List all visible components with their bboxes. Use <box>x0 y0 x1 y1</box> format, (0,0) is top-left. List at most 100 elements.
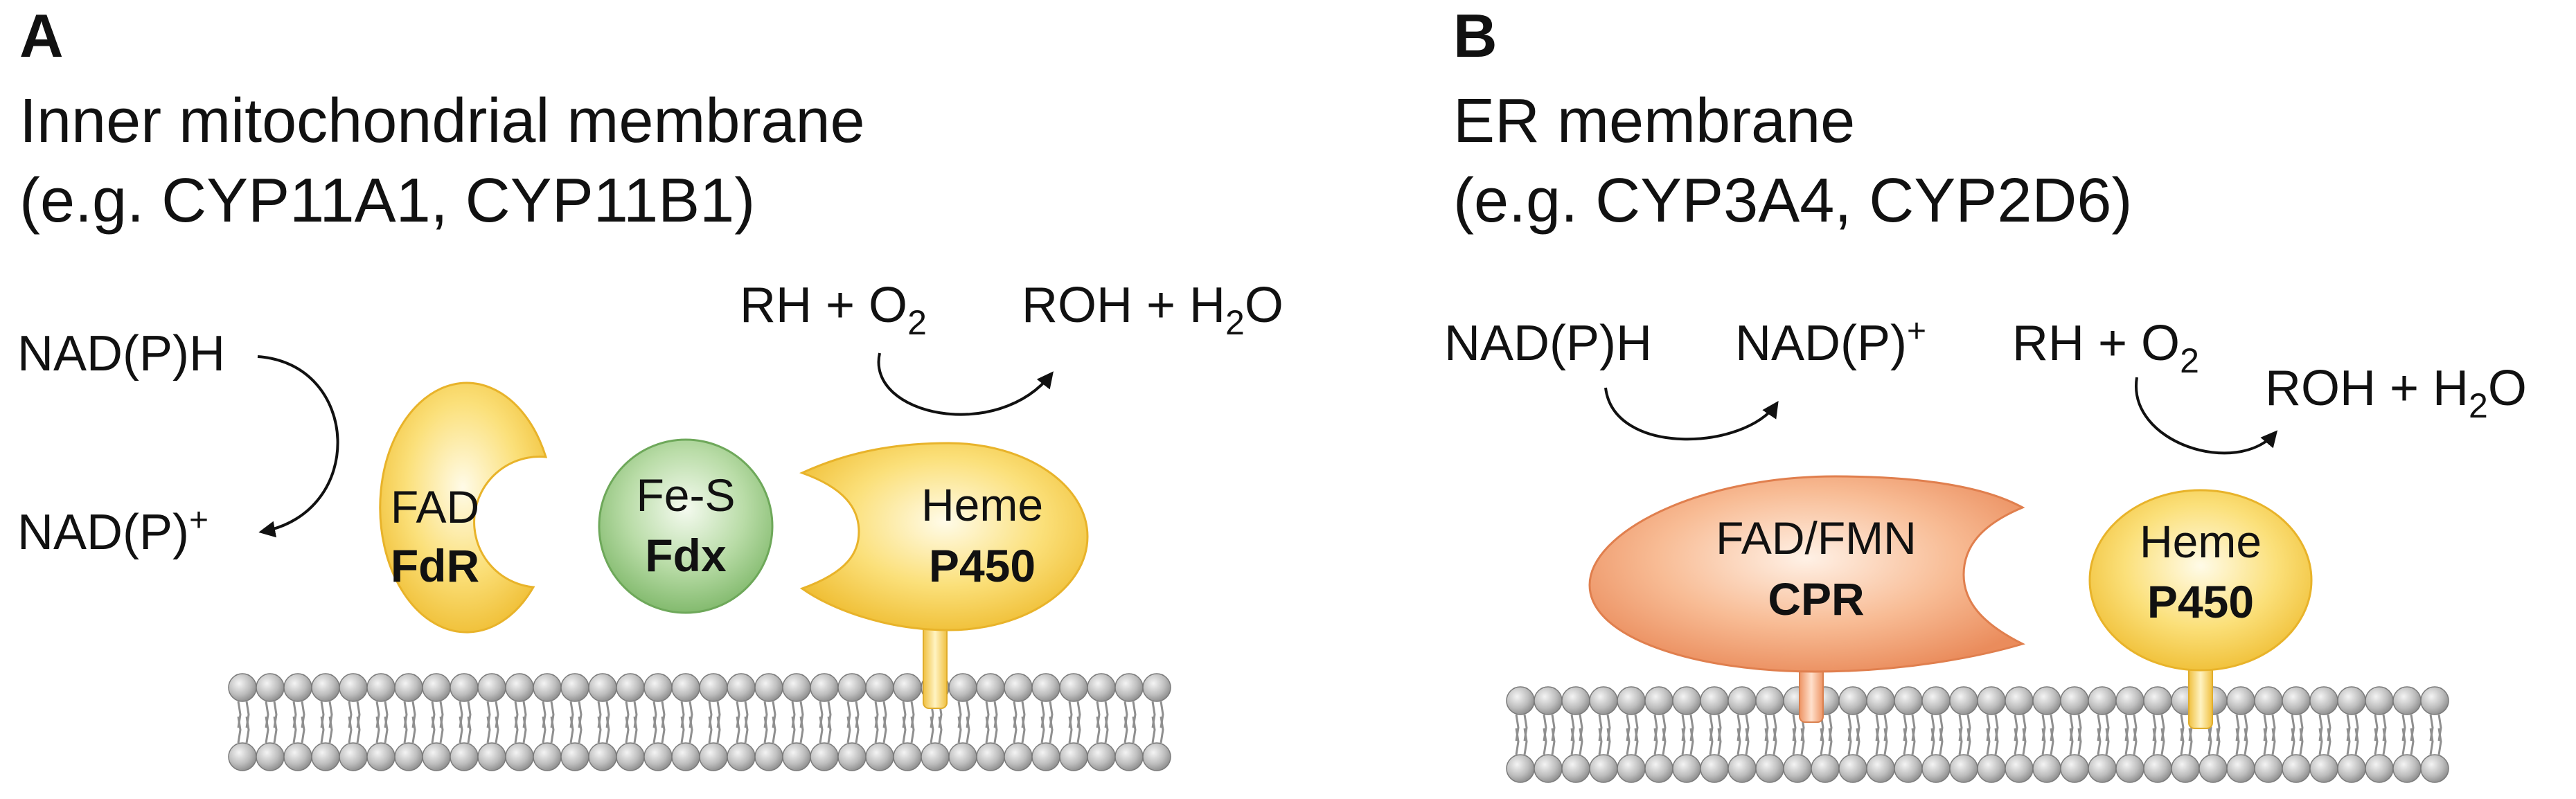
lipid-tail <box>2299 728 2304 755</box>
lipid-bilayer-a <box>228 673 1171 771</box>
panel-a-nadph-label: NAD(P)H <box>17 326 225 381</box>
lipid-tail <box>882 716 887 744</box>
lipid-head <box>1004 673 1033 702</box>
lipid-tail <box>1764 728 1769 755</box>
lipid-head <box>394 742 423 771</box>
lipid-head <box>1977 686 2006 715</box>
lipid-tail <box>2160 728 2165 755</box>
panel-b-letter: B <box>1453 1 1498 70</box>
lipid-head <box>2088 754 2117 783</box>
lipid-tail <box>772 716 776 744</box>
lipid-head <box>1977 754 2006 783</box>
lipid-head <box>837 673 867 702</box>
lipid-tail <box>2124 728 2129 755</box>
lipid-head <box>2143 754 2172 783</box>
fdx-cofactor-label: Fe-S <box>636 469 735 521</box>
lipid-tail <box>542 716 547 744</box>
lipid-tail <box>328 716 333 744</box>
lipid-tail <box>1958 728 1963 755</box>
lipid-tail <box>763 716 768 744</box>
panel-a-hydroxylation-arrow <box>877 352 1054 416</box>
cpr-cofactor-label: FAD/FMN <box>1716 512 1917 564</box>
lipid-head <box>2005 686 2034 715</box>
lipid-head <box>450 742 479 771</box>
lipid-tail <box>680 716 685 744</box>
lipid-head <box>976 673 1005 702</box>
lipid-tail <box>1132 716 1137 744</box>
lipid-head <box>1617 686 1646 715</box>
lipid-tail <box>1903 728 1908 755</box>
lipid-head <box>837 742 867 771</box>
lipid-head <box>1894 686 1923 715</box>
lipid-tail <box>403 716 408 744</box>
lipid-tail <box>2014 728 2018 755</box>
lipid-tail <box>2105 728 2110 755</box>
lipid-tail <box>985 716 990 744</box>
p450-b-name-label: P450 <box>2147 576 2254 627</box>
lipid-tail <box>2077 728 2082 755</box>
lipid-head <box>394 673 423 702</box>
p450-b-protein-shape <box>2088 489 2313 672</box>
lipid-tail <box>2263 728 2268 755</box>
panel-b-product-label: ROH + H2O <box>2265 361 2527 425</box>
lipid-tail <box>2318 728 2323 755</box>
panel-b-nadph-label: NAD(P)H <box>1444 316 1652 371</box>
lipid-head <box>2005 754 2034 783</box>
lipid-tail <box>1123 716 1128 744</box>
lipid-tail <box>708 716 713 744</box>
lipid-tail <box>1606 728 1611 755</box>
lipid-tail <box>495 716 499 744</box>
panel-b-title: ER membrane <box>1453 87 1855 156</box>
lipid-tail <box>237 716 242 744</box>
lipid-tail <box>292 716 297 744</box>
lipid-tail <box>1875 728 1880 755</box>
lipid-tail <box>1930 728 1935 755</box>
lipid-tail <box>855 716 860 744</box>
lipid-head <box>1617 754 1646 783</box>
panel-a-nadph-arrow <box>257 355 339 538</box>
lipid-head <box>1589 686 1618 715</box>
lipid-head <box>2032 754 2061 783</box>
p450-b-cofactor-label: Heme <box>2140 516 2262 567</box>
lipid-head <box>643 742 673 771</box>
lipid-tail <box>2235 728 2240 755</box>
lipid-head <box>1866 754 1895 783</box>
lipid-tail <box>2291 728 2295 755</box>
lipid-head <box>810 673 839 702</box>
lipid-tail <box>652 716 657 744</box>
lipid-tail <box>569 716 574 744</box>
lipid-head <box>699 673 728 702</box>
lipid-tail <box>1579 728 1583 755</box>
panel-b-hydroxylation-arrow <box>2135 377 2278 455</box>
lipid-tail <box>1040 716 1045 744</box>
lipid-tail <box>2069 728 2074 755</box>
lipid-tail <box>2346 728 2351 755</box>
lipid-tail <box>2133 728 2138 755</box>
lipid-tail <box>514 716 519 744</box>
lipid-head <box>2282 754 2311 783</box>
lipid-tail <box>736 716 740 744</box>
lipid-tail <box>1013 716 1018 744</box>
lipid-tail <box>1681 728 1686 755</box>
lipid-head <box>2254 686 2283 715</box>
lipid-tail <box>1049 716 1054 744</box>
lipid-tail <box>957 716 962 744</box>
panel-a-subtitle: (e.g. CYP11A1, CYP11B1) <box>19 166 755 235</box>
lipid-tail <box>2188 728 2193 755</box>
lipid-head <box>976 742 1005 771</box>
lipid-head <box>2115 754 2144 783</box>
lipid-head <box>2199 754 2228 783</box>
lipid-head <box>865 673 894 702</box>
lipid-head <box>1142 673 1171 702</box>
lipid-head <box>339 742 368 771</box>
panel-a-substrate-label: RH + O2 <box>740 278 927 342</box>
lipid-tail <box>2041 728 2046 755</box>
panel-a-letter: A <box>19 1 64 70</box>
lipid-tail <box>625 716 630 744</box>
lipid-tail <box>1076 716 1081 744</box>
lipid-head <box>893 673 922 702</box>
lipid-tail <box>1736 728 1741 755</box>
panel-b-substrate-label: RH + O2 <box>2012 316 2199 380</box>
lipid-head <box>477 673 506 702</box>
lipid-tail <box>2374 728 2379 755</box>
